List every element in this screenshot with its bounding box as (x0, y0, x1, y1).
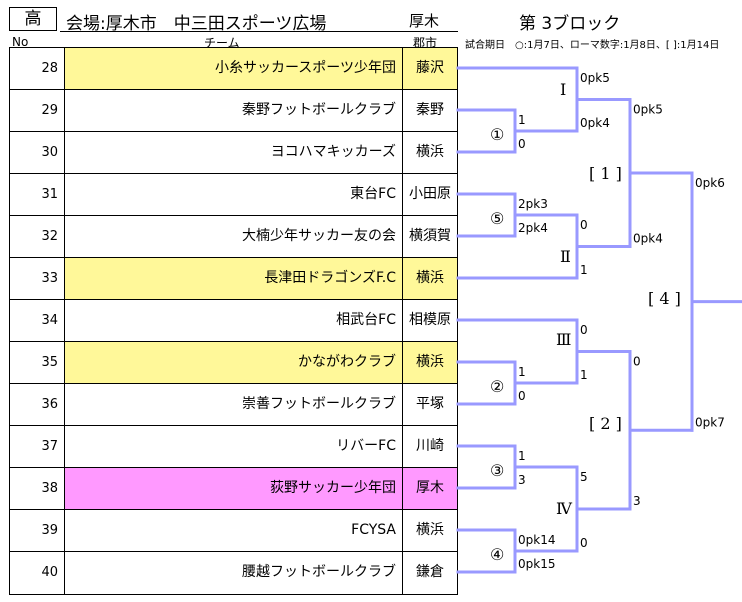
team-number: 37 (10, 426, 65, 467)
score-top: 0pk5 (633, 103, 663, 117)
score-top: 0pk5 (580, 71, 610, 85)
category-badge: 高 (9, 7, 57, 31)
score-bottom: 3 (633, 494, 641, 508)
team-name: 東台FC (65, 174, 403, 215)
match-label: Ⅱ (560, 247, 571, 266)
score-bottom: 2pk4 (518, 221, 548, 235)
team-name: 秦野フットボールクラブ (65, 90, 403, 131)
score-bottom: 0pk7 (695, 415, 725, 429)
block-title: 第 3ブロック (519, 14, 621, 34)
team-name: 崇善フットボールクラブ (65, 384, 403, 425)
score-bottom: 3 (518, 473, 526, 487)
score-top: 1 (518, 449, 526, 463)
match-label: ② (490, 377, 504, 396)
team-area: 秦野 (416, 102, 444, 118)
team-area: 鎌倉 (416, 564, 444, 580)
team-number: 34 (10, 300, 65, 341)
team-area: 藤沢 (403, 48, 457, 89)
schedule-note: 試合期日 ○:1月7日、ローマ数字:1月8日、[ ]:1月14日 (465, 40, 720, 51)
score-top: 0 (633, 355, 641, 369)
score-top: 0pk6 (695, 176, 725, 190)
team-name: 荻野サッカー少年団 (65, 468, 403, 509)
score-top: 0 (580, 323, 588, 337)
team-area: 横浜 (403, 342, 457, 383)
match-label: [ 1 ] (589, 164, 622, 183)
team-number: 36 (10, 384, 65, 425)
team-number: 38 (10, 468, 65, 509)
score-bottom: 0 (580, 536, 588, 550)
column-header-team: チーム (204, 36, 240, 50)
score-top: 0 (580, 218, 588, 232)
score-top: 1 (518, 365, 526, 379)
team-number: 39 (10, 510, 65, 551)
match-label: ⑤ (490, 209, 504, 228)
score-bottom: 0pk4 (633, 232, 663, 246)
team-name: FCYSA (65, 510, 403, 551)
team-name: リバーFC (65, 426, 403, 467)
score-top: 1 (518, 113, 526, 127)
team-area: 横浜 (416, 144, 444, 160)
team-name: 長津田ドラゴンズF.C (65, 258, 403, 299)
match-label: Ⅲ (556, 330, 571, 349)
team-number: 31 (10, 174, 65, 215)
team-name: かながわクラブ (65, 342, 403, 383)
venue-title: 会場:厚木市 中三田スポーツ広場 (66, 14, 327, 34)
score-bottom: 0pk15 (518, 557, 555, 571)
team-area: 横浜 (403, 258, 457, 299)
header-underline (60, 31, 458, 32)
match-label: ③ (490, 461, 504, 480)
column-header-no: No (12, 35, 29, 49)
team-name: 相武台FC (65, 300, 403, 341)
team-area: 横須賀 (409, 228, 451, 244)
score-bottom: 0 (518, 389, 526, 403)
team-number: 32 (10, 216, 65, 257)
score-bottom: 0pk4 (580, 116, 610, 130)
team-area: 横浜 (416, 522, 444, 538)
column-header-area: 郡市 (413, 36, 438, 50)
team-number: 40 (10, 552, 65, 594)
team-number: 33 (10, 258, 65, 299)
score-top: 0pk14 (518, 533, 555, 547)
team-name: 小糸サッカースポーツ少年団 (65, 48, 403, 89)
score-bottom: 0 (518, 137, 526, 151)
team-number: 35 (10, 342, 65, 383)
venue-prefecture: 厚木 (409, 12, 440, 30)
team-name: ヨコハマキッカーズ (65, 132, 403, 173)
match-label: ④ (490, 545, 504, 564)
team-number: 30 (10, 132, 65, 173)
team-area: 小田原 (409, 186, 451, 202)
score-top: 2pk3 (518, 197, 548, 211)
team-number: 28 (10, 48, 65, 89)
team-number: 29 (10, 90, 65, 131)
match-label: [ 4 ] (648, 289, 681, 308)
match-label: Ⅰ (560, 80, 566, 99)
score-top: 5 (580, 470, 588, 484)
team-area: 相模原 (409, 312, 451, 328)
score-bottom: 1 (580, 263, 588, 277)
team-area: 平塚 (416, 396, 444, 412)
team-name: 大楠少年サッカー友の会 (65, 216, 403, 257)
match-label: ① (490, 125, 504, 144)
team-area: 厚木 (403, 468, 457, 509)
score-bottom: 1 (580, 368, 588, 382)
match-label: Ⅳ (556, 499, 573, 518)
match-label: [ 2 ] (589, 414, 622, 433)
team-area: 川崎 (416, 438, 444, 454)
team-name: 腰越フットボールクラブ (65, 552, 403, 594)
